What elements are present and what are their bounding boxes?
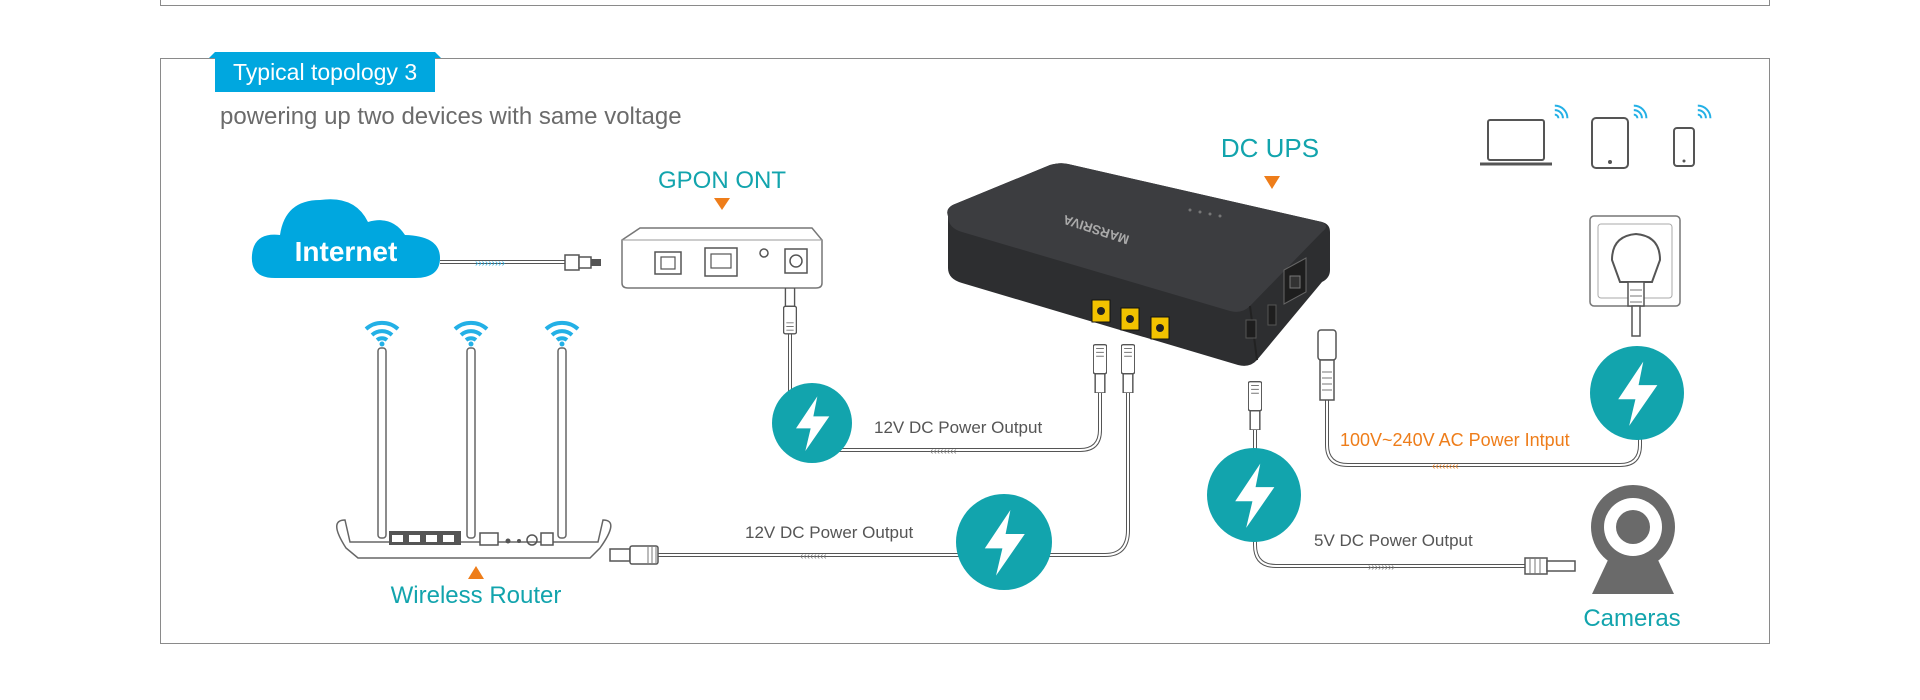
laptop-icon (1480, 119, 1552, 166)
arrow-up-icon (468, 566, 484, 579)
previous-panel-frame (160, 0, 1770, 6)
svg-text:‹‹‹‹‹‹‹‹: ‹‹‹‹‹‹‹‹ (930, 446, 957, 457)
gpon-output-label: 12V DC Power Output (874, 418, 1042, 437)
lightning-icon (772, 383, 852, 463)
internet-label: Internet (295, 236, 398, 267)
outlet-icon (1589, 215, 1681, 337)
topology-subtitle: powering up two devices with same voltag… (220, 103, 682, 130)
fiber-connector (564, 254, 601, 271)
lightning-icon (1590, 346, 1684, 440)
topology-panel (160, 58, 1770, 644)
gpon-label: GPON ONT (658, 167, 786, 194)
lightning-icon (956, 494, 1052, 590)
wifi-icon (364, 320, 400, 347)
router-label: Wireless Router (391, 582, 562, 609)
svg-text:››››››››: ›››››››› (1368, 562, 1395, 573)
camera-output-label: 5V DC Power Output (1314, 531, 1473, 550)
ac-plug (1317, 329, 1337, 401)
wireless-router-device (336, 347, 612, 559)
dc-ups-label: DC UPS (1221, 133, 1319, 163)
cameras-label: Cameras (1583, 605, 1680, 632)
topology-tab[interactable]: Typical topology 3 (208, 52, 442, 92)
gpon-ont-device (621, 227, 823, 289)
svg-text:‹‹‹‹‹‹‹‹: ‹‹‹‹‹‹‹‹ (800, 551, 827, 562)
svg-text:‹‹‹‹‹‹‹‹: ‹‹‹‹‹‹‹‹ (1432, 461, 1459, 472)
phone-icon (1673, 127, 1695, 167)
arrow-down-icon (1264, 176, 1280, 189)
tablet-icon (1591, 117, 1629, 169)
svg-text:›››››››››: ››››››››› (475, 258, 505, 269)
dc-ups-device: MARSRIVA (947, 163, 1330, 366)
cloud-icon (251, 199, 440, 278)
camera-device (1524, 557, 1576, 575)
camera-icon (1591, 485, 1675, 594)
router-output-label: 12V DC Power Output (745, 523, 913, 542)
arrow-down-icon (714, 198, 730, 210)
lightning-icon (1207, 448, 1301, 542)
router-dc-plug (609, 545, 659, 565)
ac-input-label: 100V~240V AC Power Intput (1340, 430, 1570, 450)
